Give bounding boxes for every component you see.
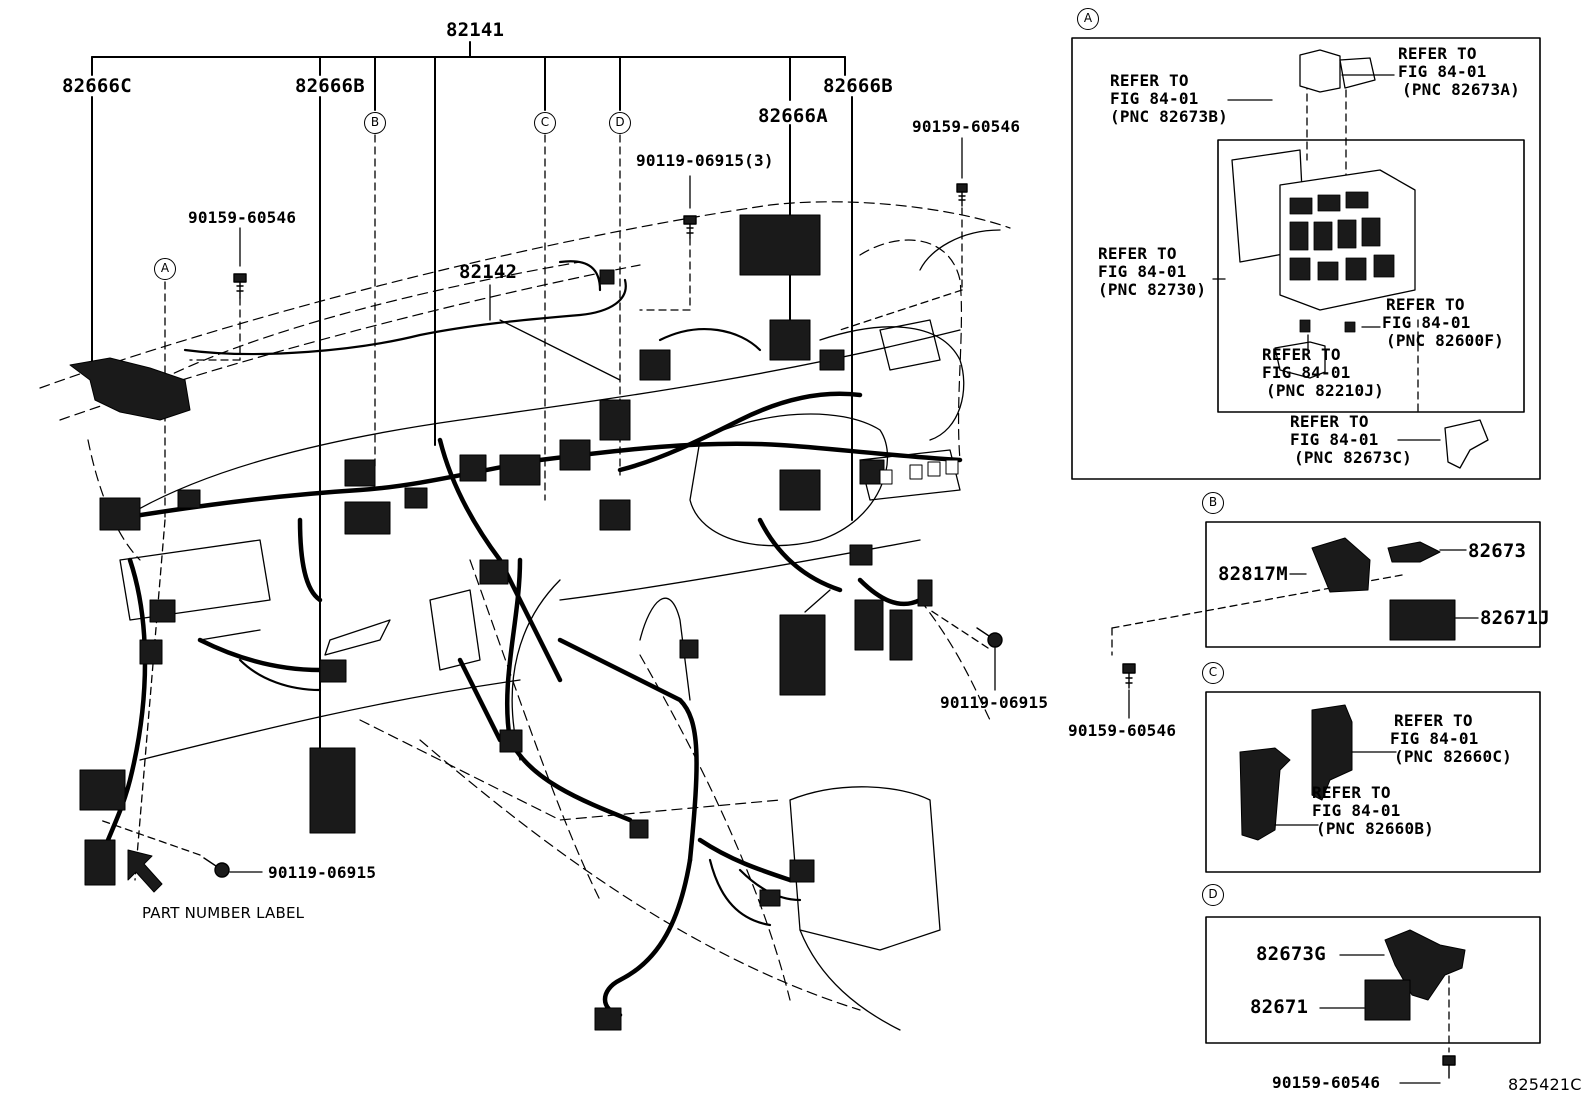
diagram-id: 825421C	[1508, 1075, 1582, 1094]
label-clip-top: 90119-06915(3)	[636, 151, 774, 170]
detail-d-part-82673g: 82673G	[1256, 943, 1326, 965]
callout-d-marker: D	[609, 112, 631, 134]
ref-line: FIG 84-01	[1398, 62, 1487, 81]
label-junction-b-left: 82666B	[295, 75, 365, 97]
detail-d-parts	[1319, 929, 1466, 1084]
detail-a-parts	[1212, 49, 1489, 469]
ref-line: FIG 84-01	[1382, 313, 1471, 332]
detail-box-d	[1205, 916, 1541, 1044]
detail-b-part-82671j: 82671J	[1480, 607, 1550, 629]
ref-line: REFER TO	[1098, 244, 1177, 263]
detail-a-ref-82600f: REFER TO FIG 84-01 (PNC 82600F)	[1382, 296, 1504, 350]
detail-d-bolt-label: 90159-60546	[1272, 1073, 1381, 1092]
ref-line: (PNC 82730)	[1098, 280, 1207, 299]
label-junction-b-right: 82666B	[823, 75, 893, 97]
ref-line: FIG 84-01	[1098, 262, 1187, 281]
ref-line: REFER TO	[1262, 345, 1341, 364]
detail-a-ref-82673a: REFER TO FIG 84-01 (PNC 82673A)	[1398, 45, 1520, 99]
detail-c-ref-82660c: REFER TO FIG 84-01 (PNC 82660C)	[1390, 712, 1512, 766]
ref-line: (PNC 82600F)	[1386, 331, 1504, 350]
detail-box-c	[1205, 691, 1541, 873]
ref-line: REFER TO	[1398, 44, 1477, 63]
part-number-arrow	[127, 849, 163, 893]
bolt-icons	[203, 183, 1456, 1079]
detail-c-ref-82660b: REFER TO FIG 84-01 (PNC 82660B)	[1312, 784, 1434, 838]
ref-line: FIG 84-01	[1290, 430, 1379, 449]
callout-a-marker: A	[154, 258, 176, 280]
detail-box-b	[1205, 521, 1541, 648]
label-junction-c: 82666C	[62, 75, 132, 97]
ref-line: FIG 84-01	[1110, 89, 1199, 108]
detail-b-parts	[1289, 537, 1479, 641]
ref-line: FIG 84-01	[1262, 363, 1351, 382]
ref-line: (PNC 82660B)	[1316, 819, 1434, 838]
detail-d-letter: D	[1202, 884, 1224, 906]
detail-a-ref-82730: REFER TO FIG 84-01 (PNC 82730)	[1098, 245, 1206, 299]
detail-b-part-82817m: 82817M	[1218, 563, 1288, 585]
ref-line: FIG 84-01	[1390, 729, 1479, 748]
ref-line: REFER TO	[1312, 783, 1391, 802]
connector-cavities	[879, 459, 959, 485]
label-bolt-top-right: 90159-60546	[912, 117, 1021, 136]
dashboard-outline	[39, 201, 1011, 1011]
detail-a-ref-82673b: REFER TO FIG 84-01 (PNC 82673B)	[1110, 72, 1228, 126]
label-harness-main: 82141	[446, 19, 505, 41]
label-harness-sub: 82142	[459, 261, 518, 283]
detail-a-letter: A	[1077, 8, 1099, 30]
leader-lines	[229, 137, 1130, 873]
callout-c-marker: C	[534, 112, 556, 134]
label-junction-a: 82666A	[758, 105, 828, 127]
detail-c-letter: C	[1202, 662, 1224, 684]
ref-line: REFER TO	[1110, 71, 1189, 90]
detail-d-part-82671: 82671	[1250, 996, 1309, 1018]
detail-b-letter: B	[1202, 492, 1224, 514]
label-bolt-top-left: 90159-60546	[188, 208, 297, 227]
ref-line: FIG 84-01	[1312, 801, 1401, 820]
label-clip-right: 90119-06915	[940, 693, 1049, 712]
detail-b-part-82673: 82673	[1468, 540, 1527, 562]
detail-a-ref-82673c: REFER TO FIG 84-01 (PNC 82673C)	[1290, 413, 1412, 467]
part-number-label-text: PART NUMBER LABEL	[142, 904, 305, 922]
callout-b-marker: B	[364, 112, 386, 134]
wire-harness-thin	[183, 260, 802, 927]
ref-line: REFER TO	[1290, 412, 1369, 431]
ref-line: REFER TO	[1394, 711, 1473, 730]
harness-connectors	[69, 214, 933, 1031]
detail-b-bolt-label: 90159-60546	[1068, 721, 1177, 740]
ref-line: (PNC 82660C)	[1394, 747, 1512, 766]
ref-line: REFER TO	[1386, 295, 1465, 314]
detail-c-parts	[1239, 704, 1397, 841]
ref-line: (PNC 82673C)	[1294, 448, 1412, 467]
ref-line: (PNC 82673B)	[1110, 107, 1228, 126]
ref-line: (PNC 82210J)	[1266, 381, 1384, 400]
detail-box-a	[1071, 37, 1541, 480]
detail-a-ref-82210j: REFER TO FIG 84-01 (PNC 82210J)	[1262, 346, 1384, 400]
label-clip-bottom: 90119-06915	[268, 863, 377, 882]
ref-line: (PNC 82673A)	[1402, 80, 1520, 99]
